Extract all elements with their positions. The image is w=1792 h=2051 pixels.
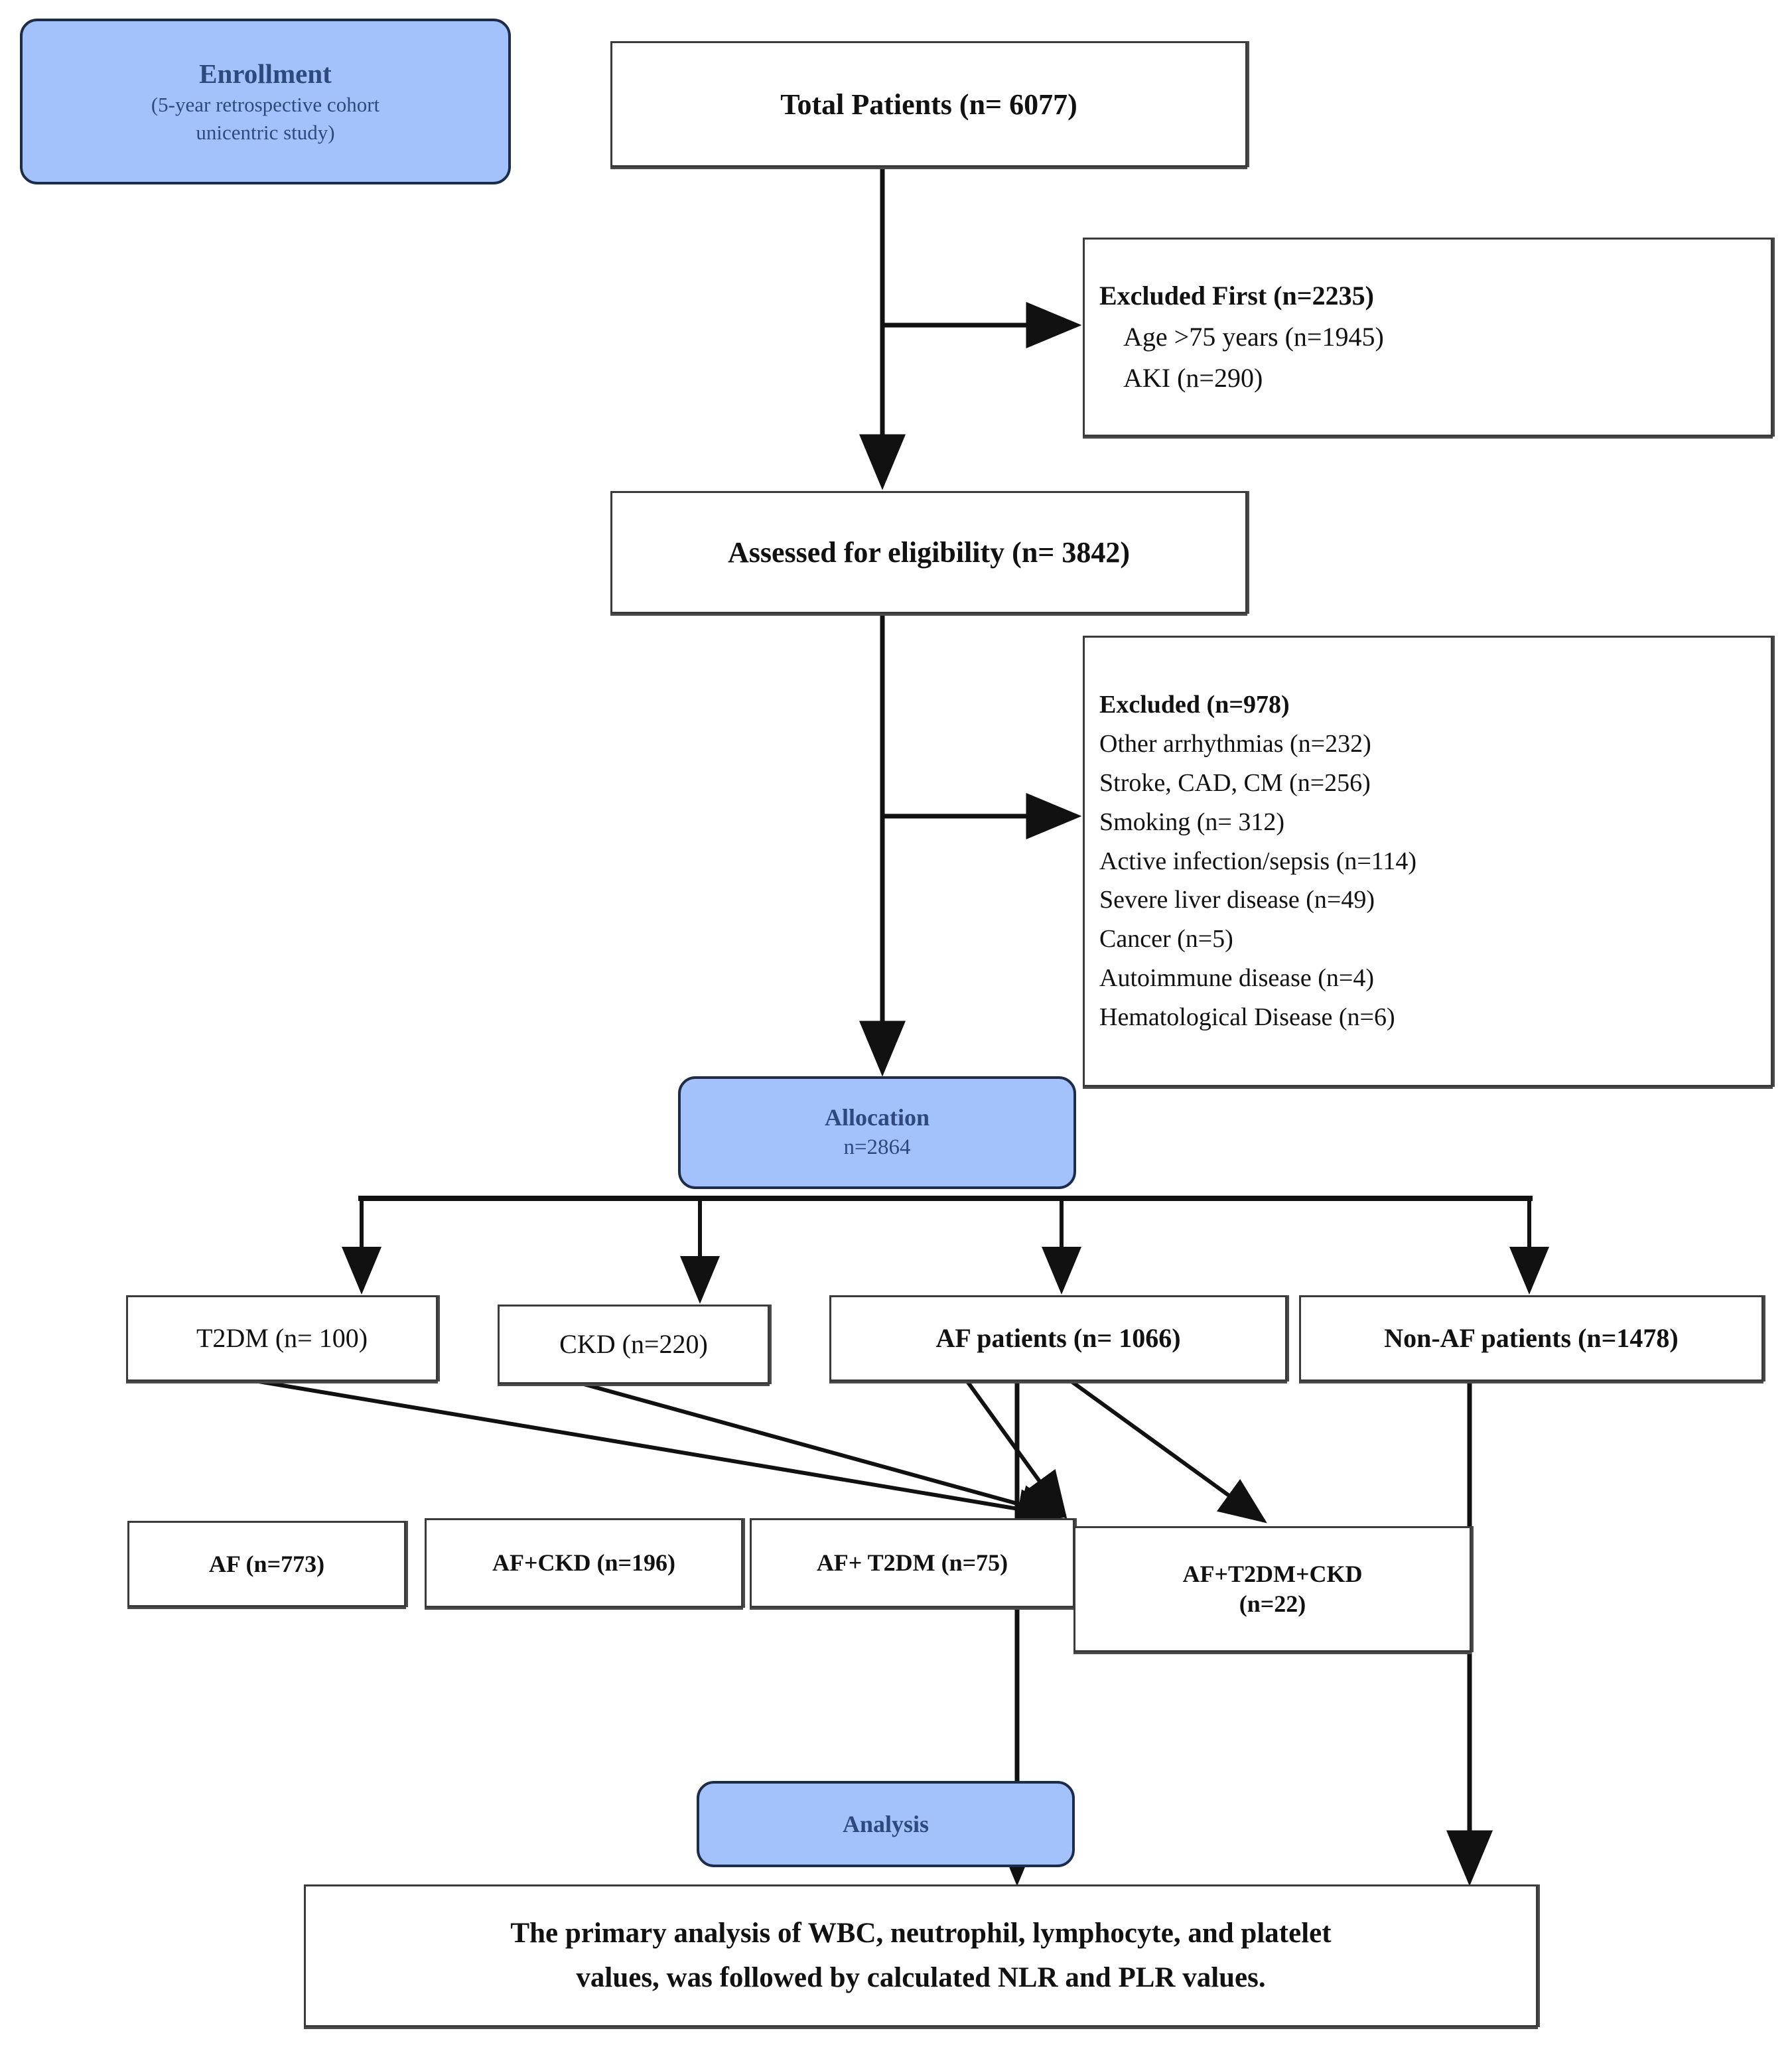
excluded-first-header: Excluded First (n=2235) (1099, 281, 1374, 311)
excluded-second-item-infection: Active infection/sepsis (n=114) (1099, 847, 1417, 875)
node-subgroup-af-t2dm-ckd: AF+T2DM+CKD (n=22) (1073, 1526, 1472, 1652)
excluded-second-item-cancer: Cancer (n=5) (1099, 925, 1233, 954)
node-assessed-for-eligibility: Assessed for eligibility (n= 3842) (610, 491, 1247, 614)
excluded-second-item-liver: Severe liver disease (n=49) (1099, 886, 1375, 914)
node-primary-analysis: The primary analysis of WBC, neutrophil,… (304, 1884, 1538, 2027)
group-t2dm-label: T2DM (n= 100) (196, 1323, 368, 1353)
node-subgroup-af-ckd: AF+CKD (n=196) (425, 1518, 743, 1608)
node-subgroup-af: AF (n=773) (127, 1521, 406, 1607)
allocation-count: n=2864 (843, 1135, 911, 1160)
group-ckd-label: CKD (n=220) (559, 1329, 708, 1359)
subgroup-af-t2dm-label: AF+ T2DM (n=75) (816, 1549, 1008, 1576)
excluded-first-item-age: Age >75 years (n=1945) (1123, 322, 1384, 352)
connector-af-to-aft2dmckd (1070, 1379, 1267, 1523)
connector-t2dm-to-aft2dm (258, 1379, 1066, 1529)
enrollment-title: Enrollment (199, 58, 332, 89)
excluded-second-item-hematological: Hematological Disease (n=6) (1099, 1003, 1395, 1032)
node-excluded-second: Excluded (n=978) Other arrhythmias (n=23… (1083, 636, 1773, 1087)
node-excluded-first: Excluded First (n=2235) Age >75 years (n… (1083, 238, 1773, 437)
excluded-second-item-smoking: Smoking (n= 312) (1099, 808, 1284, 836)
connector-ckd-to-aft2dm (583, 1382, 1067, 1524)
subgroup-af-ckd-label: AF+CKD (n=196) (492, 1549, 675, 1576)
assessed-label: Assessed for eligibility (n= 3842) (727, 536, 1131, 569)
final-line1: The primary analysis of WBC, neutrophil,… (510, 1917, 1332, 1949)
subgroup-af-label: AF (n=773) (208, 1550, 325, 1577)
analysis-title: Analysis (842, 1810, 930, 1837)
node-group-t2dm: T2DM (n= 100) (126, 1295, 438, 1381)
node-group-ckd: CKD (n=220) (498, 1305, 770, 1384)
subgroup-af-t2dm-ckd-label-line1: AF+T2DM+CKD (1182, 1561, 1363, 1587)
subgroup-af-t2dm-ckd-label-line2: (n=22) (1239, 1591, 1306, 1617)
enrollment-subtitle-line2: unicentric study) (196, 120, 335, 144)
group-nonaf-label: Non-AF patients (n=1478) (1384, 1323, 1679, 1353)
excluded-second-item-arrhythmias: Other arrhythmias (n=232) (1099, 729, 1371, 758)
allocation-title: Allocation (825, 1104, 930, 1131)
stage-enrollment: Enrollment (5-year retrospective cohort … (20, 19, 511, 184)
enrollment-subtitle-line1: (5-year retrospective cohort (151, 92, 380, 116)
node-group-af-patients: AF patients (n= 1066) (829, 1295, 1287, 1381)
node-group-non-af-patients: Non-AF patients (n=1478) (1299, 1295, 1763, 1381)
node-total-patients: Total Patients (n= 6077) (610, 41, 1247, 167)
excluded-second-item-stroke-cad-cm: Stroke, CAD, CM (n=256) (1099, 768, 1371, 797)
group-af-label: AF patients (n= 1066) (935, 1323, 1181, 1353)
excluded-second-header: Excluded (n=978) (1099, 690, 1290, 719)
final-line2: values, was followed by calculated NLR a… (576, 1961, 1266, 1993)
node-subgroup-af-t2dm: AF+ T2DM (n=75) (750, 1518, 1075, 1608)
excluded-second-item-autoimmune: Autoimmune disease (n=4) (1099, 964, 1375, 993)
stage-analysis: Analysis (697, 1781, 1075, 1867)
total-patients-label: Total Patients (n= 6077) (780, 88, 1077, 121)
excluded-first-item-aki: AKI (n=290) (1123, 363, 1263, 393)
stage-allocation: Allocation n=2864 (678, 1076, 1076, 1189)
